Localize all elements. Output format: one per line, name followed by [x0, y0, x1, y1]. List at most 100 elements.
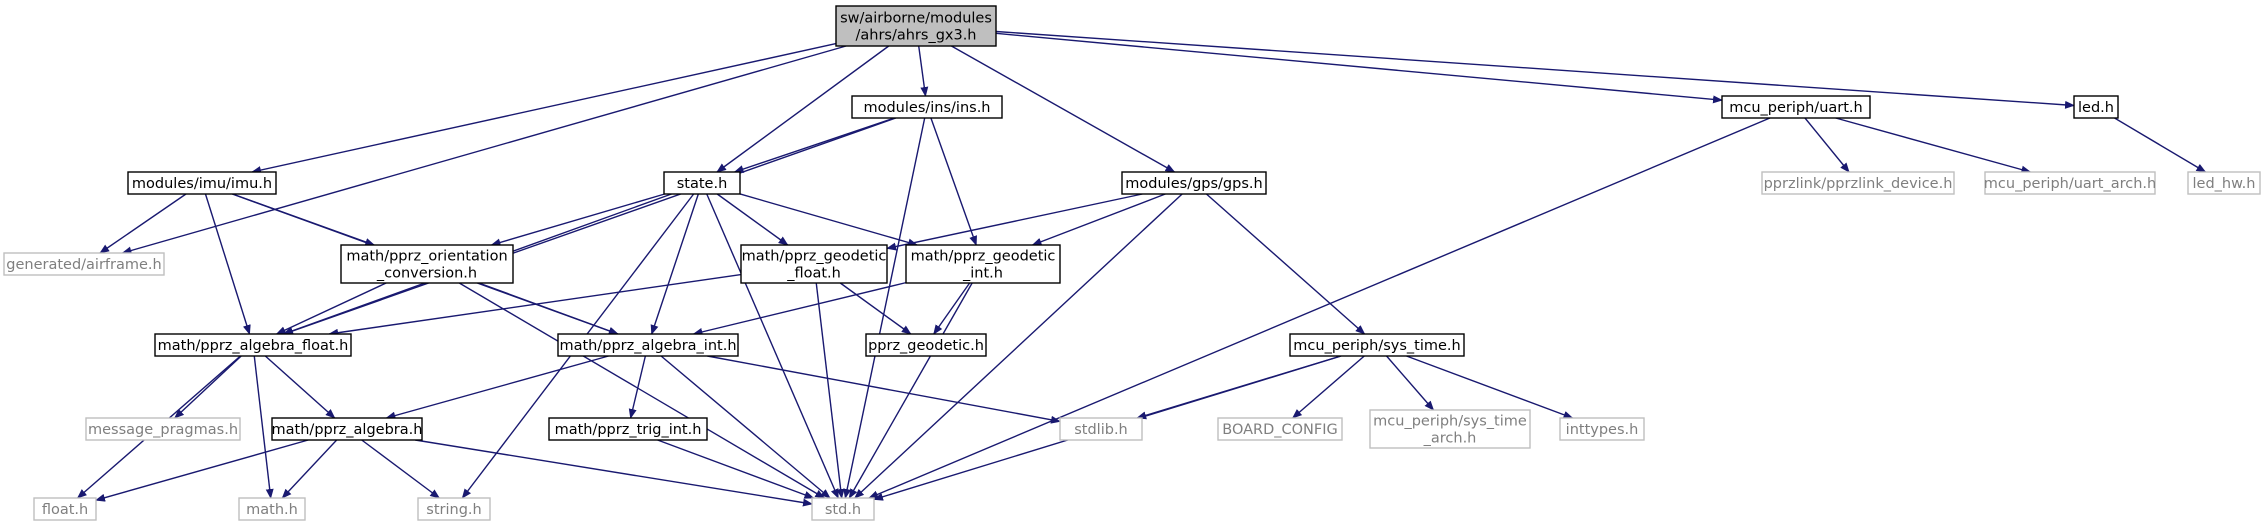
edge-root-to-imu — [251, 42, 837, 174]
node-label-led_hw: led_hw.h — [2193, 176, 2256, 192]
edge-gps-to-geo_float — [886, 193, 1143, 251]
node-box-inttypes — [1559, 417, 1645, 441]
edge-alg-to-std — [415, 439, 813, 507]
node-uart[interactable]: mcu_periph/uart.h — [1721, 95, 1871, 119]
node-alg[interactable]: math/pprz_algebra.h — [271, 417, 423, 441]
node-label-pprz_geo: pprz_geodetic.h — [868, 338, 984, 354]
node-sys_time_arch: mcu_periph/sys_time_arch.h — [1369, 409, 1531, 449]
edge-gps-to-sys_time — [1205, 193, 1366, 335]
node-std: std.h — [811, 497, 875, 521]
node-label-state: state.h — [677, 176, 728, 192]
node-box-trig_int — [548, 417, 708, 441]
node-float: float.h — [33, 497, 97, 521]
node-box-geo_float — [740, 244, 888, 284]
node-airframe: generated/airframe.h — [3, 252, 165, 276]
node-box-imu — [127, 171, 277, 195]
node-pprzlink: pprzlink/pprzlink_device.h — [1761, 171, 1955, 195]
node-box-board — [1217, 417, 1343, 441]
node-string: string.h — [417, 497, 491, 521]
node-label-sys_time: mcu_periph/sys_time.h — [1293, 338, 1460, 354]
edge-state-to-geo_int — [739, 193, 919, 247]
edge-state-to-std — [706, 193, 839, 499]
edge-state-to-geo_float — [716, 193, 789, 246]
node-box-math — [238, 497, 306, 521]
node-label-imu: modules/imu/imu.h — [132, 176, 272, 192]
node-label-ins: modules/ins/ins.h — [863, 100, 990, 116]
edge-alg_int-to-std — [660, 355, 831, 499]
edge-alg_float-to-msg_pragmas — [174, 355, 242, 419]
edge-alg_float-to-math — [253, 355, 274, 499]
node-label-geo_int-line1: _int.h — [962, 266, 1003, 282]
node-label-geo_float-line1: _float.h — [786, 266, 841, 282]
edge-imu-to-airframe — [99, 193, 187, 254]
node-sys_time[interactable]: mcu_periph/sys_time.h — [1289, 333, 1465, 357]
edges-layer — [76, 30, 2207, 507]
edge-ins-to-state — [733, 117, 895, 173]
node-box-stdlib — [1059, 417, 1143, 441]
node-alg_float[interactable]: math/pprz_algebra_float.h — [154, 333, 352, 357]
node-label-float: float.h — [42, 502, 88, 518]
edge-alg-to-math — [281, 439, 338, 499]
node-led[interactable]: led.h — [2073, 95, 2119, 119]
edge-uart-to-pprzlink — [1804, 117, 1850, 173]
node-label-orient-line1: _conversion.h — [376, 266, 477, 282]
node-label-alg_int: math/pprz_algebra_int.h — [559, 338, 736, 354]
node-inttypes: inttypes.h — [1559, 417, 1645, 441]
edge-root-to-ins — [918, 45, 929, 97]
node-box-pprz_geo — [865, 333, 987, 357]
edge-ins-to-geo_int — [930, 117, 977, 246]
node-led_hw: led_hw.h — [2187, 171, 2261, 195]
edge-orient-to-alg_float — [275, 282, 387, 335]
node-pprz_geo[interactable]: pprz_geodetic.h — [865, 333, 987, 357]
node-root[interactable]: sw/airborne/modules/ahrs/ahrs_gx3.h — [835, 5, 997, 47]
node-label-root-line1: /ahrs/ahrs_gx3.h — [855, 28, 976, 44]
edge-orient-to-alg_int — [478, 282, 619, 335]
node-label-airframe: generated/airframe.h — [6, 257, 161, 273]
node-trig_int[interactable]: math/pprz_trig_int.h — [548, 417, 708, 441]
edge-uart-to-uart_arch — [1835, 117, 2032, 174]
node-label-root-line0: sw/airborne/modules — [840, 11, 992, 27]
node-box-airframe — [3, 252, 165, 276]
edge-sys_time-to-board — [1291, 355, 1365, 419]
node-box-orient — [340, 244, 514, 284]
node-box-alg_float — [154, 333, 352, 357]
node-box-string — [417, 497, 491, 521]
node-box-alg — [271, 417, 423, 441]
edge-gps-to-geo_int — [1031, 193, 1166, 246]
node-box-msg_pragmas — [85, 417, 241, 441]
node-geo_float[interactable]: math/pprz_geodetic_float.h — [740, 244, 888, 284]
node-gps[interactable]: modules/gps/gps.h — [1121, 171, 1267, 195]
edge-root-to-gps — [951, 45, 1176, 173]
edge-state-to-alg_int — [650, 193, 699, 335]
edge-geo_int-to-std — [848, 282, 973, 499]
edge-alg_int-to-trig_int — [628, 355, 647, 419]
node-alg_int[interactable]: math/pprz_algebra_int.h — [557, 333, 739, 357]
node-label-alg_float: math/pprz_algebra_float.h — [158, 338, 349, 354]
edge-sys_time-to-sys_time_arch — [1386, 355, 1435, 411]
node-label-math: math.h — [246, 502, 298, 518]
node-box-uart_arch — [1984, 171, 2156, 195]
edge-uart-to-std — [868, 117, 1771, 499]
edge-state-to-orient — [490, 193, 665, 247]
node-label-uart_arch: mcu_periph/uart_arch.h — [1984, 176, 2156, 192]
node-orient[interactable]: math/pprz_orientation_conversion.h — [340, 244, 514, 284]
edge-geo_int-to-pprz_geo — [933, 282, 971, 335]
edge-ins-to-alg_float — [283, 117, 897, 335]
edge-imu-to-alg_float — [204, 193, 251, 335]
node-state[interactable]: state.h — [663, 171, 741, 195]
edge-led-to-led_hw — [2114, 117, 2207, 173]
node-box-geo_int — [905, 244, 1061, 284]
node-geo_int[interactable]: math/pprz_geodetic_int.h — [905, 244, 1061, 284]
edge-orient-to-std — [458, 282, 826, 499]
node-imu[interactable]: modules/imu/imu.h — [127, 171, 277, 195]
node-label-std: std.h — [825, 502, 861, 518]
node-label-led: led.h — [2078, 100, 2114, 116]
node-box-state — [663, 171, 741, 195]
node-label-orient-line0: math/pprz_orientation — [346, 249, 507, 265]
node-label-inttypes: inttypes.h — [1566, 422, 1639, 438]
node-ins[interactable]: modules/ins/ins.h — [851, 95, 1003, 119]
node-label-geo_float-line0: math/pprz_geodetic — [742, 249, 887, 265]
edge-root-to-uart — [995, 32, 1723, 104]
edge-alg-to-string — [361, 439, 441, 499]
node-box-sys_time — [1289, 333, 1465, 357]
